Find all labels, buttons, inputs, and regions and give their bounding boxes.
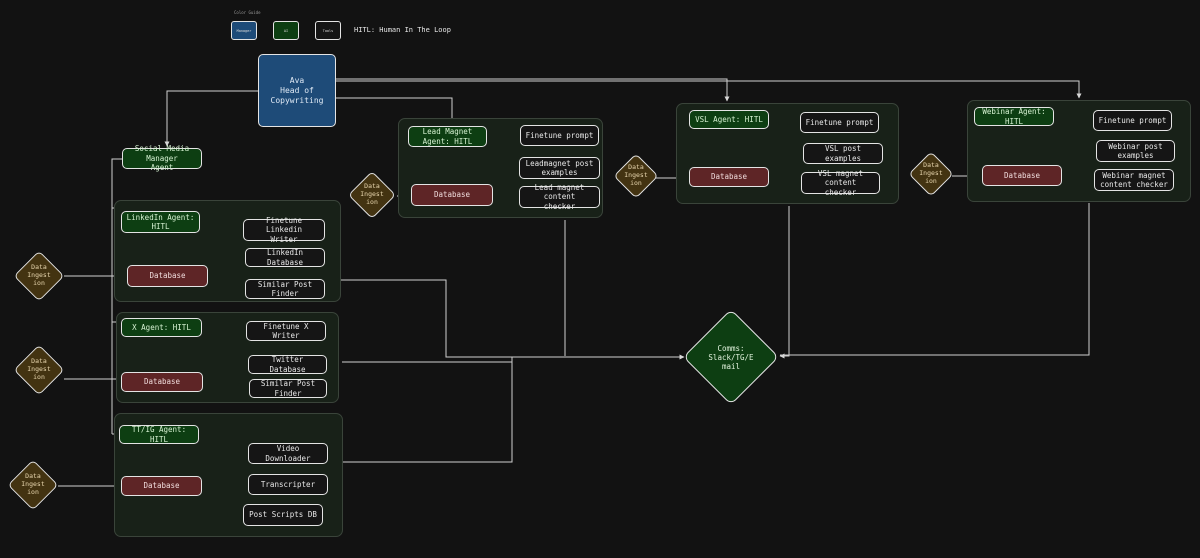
webinar-post-examples[interactable]: Webinar post examples [1096, 140, 1175, 162]
webinar-magnet-content-checker[interactable]: Webinar magnet content checker [1094, 169, 1174, 191]
linkedin-similar-post-finder[interactable]: Similar Post Finder [245, 279, 325, 299]
ttig-post-scripts-db[interactable]: Post Scripts DB [243, 504, 323, 526]
tool-label: Webinar magnet [1102, 170, 1166, 180]
lead-magnet-agent[interactable]: Lead Magnet Agent: HITL [408, 126, 487, 147]
linkedin-agent-line2: HITL [151, 222, 170, 231]
vsl-magnet-content-checker[interactable]: VSL magnet content checker [801, 168, 880, 197]
head-name: Ava [289, 75, 305, 85]
legend-hitl-note: HITL: Human In The Loop [354, 26, 451, 34]
linkedin-agent-line1: LinkedIn Agent: [126, 212, 195, 222]
ingestion-line: Data [628, 163, 644, 172]
tool-label: Writer [270, 234, 298, 244]
ingestion-line: Data [31, 357, 47, 366]
webinar-finetune-prompt[interactable]: Finetune prompt [1093, 110, 1172, 131]
linkedin-database-tool[interactable]: LinkedIn Database [245, 248, 325, 267]
x-finetune-writer[interactable]: Finetune X Writer [246, 321, 326, 341]
tool-label: checker [543, 201, 576, 211]
x-database[interactable]: Database [121, 372, 203, 392]
ingestion-line: Data [31, 263, 47, 272]
comms-line: mail [721, 361, 741, 371]
ingestion-line: Ingest [360, 190, 384, 199]
ingestion-line: Data [25, 472, 41, 481]
legend-ai: AI [273, 21, 299, 40]
tool-label: Lead magnet content [534, 182, 585, 202]
vsl-agent[interactable]: VSL Agent: HITL [689, 110, 769, 129]
tool-label: checker [824, 187, 857, 197]
ingestion-line: ion [33, 372, 45, 381]
tool-label: Leadmagnet post [525, 158, 594, 168]
comms-line: Slack/TG/E [708, 352, 754, 362]
head-of-copywriting-node[interactable]: Ava Head of Copywriting [258, 54, 336, 127]
vsl-database[interactable]: Database [689, 167, 769, 187]
ingestion-line: Ingest [27, 365, 51, 374]
social-manager-line2: Agent [150, 163, 174, 173]
ttig-transcripter[interactable]: Transcripter [248, 474, 328, 495]
x-twitter-database[interactable]: Twitter Database [248, 355, 327, 374]
legend-tools: Tools [315, 21, 341, 40]
ttig-database[interactable]: Database [121, 476, 202, 496]
x-similar-post-finder[interactable]: Similar Post Finder [249, 379, 327, 398]
linkedin-database[interactable]: Database [127, 265, 208, 287]
tool-label: Webinar post [1108, 141, 1163, 151]
tool-label: Finetune Linkedin [265, 215, 303, 235]
ingestion-line: ion [630, 178, 642, 187]
lead-agent-line1: Lead Magnet [422, 127, 473, 137]
ingestion-line: Ingest [919, 169, 943, 178]
vsl-post-examples[interactable]: VSL post examples [803, 143, 883, 164]
x-agent[interactable]: X Agent: HITL [121, 318, 202, 337]
vsl-finetune-prompt[interactable]: Finetune prompt [800, 112, 879, 133]
lead-magnet-content-checker[interactable]: Lead magnet content checker [519, 182, 600, 211]
webinar-agent[interactable]: Webinar Agent: HITL [974, 107, 1054, 126]
legend-title: Color Guide [234, 10, 261, 15]
comms-line: Comms: [717, 343, 745, 353]
lead-magnet-database[interactable]: Database [411, 184, 493, 206]
ingestion-line: Ingest [27, 271, 51, 280]
webinar-database[interactable]: Database [982, 165, 1062, 186]
lead-finetune-prompt[interactable]: Finetune prompt [520, 125, 599, 146]
social-media-manager-agent[interactable]: Social Media Manager Agent [122, 144, 202, 173]
ttig-agent[interactable]: TT/IG Agent: HITL [119, 425, 199, 444]
ingestion-line: ion [33, 278, 45, 287]
head-role: Head of Copywriting [270, 85, 324, 105]
lead-agent-line2: Agent: HITL [422, 136, 473, 146]
linkedin-agent[interactable]: LinkedIn Agent: HITL [121, 211, 200, 233]
linkedin-finetune-writer[interactable]: Finetune Linkedin Writer [243, 215, 325, 244]
tool-label: examples [541, 168, 578, 177]
legend-manager: Manager [231, 21, 257, 40]
ingestion-line: Ingest [21, 480, 45, 489]
ingestion-line: Data [364, 182, 380, 191]
ingestion-line: ion [366, 197, 378, 206]
ttig-video-downloader[interactable]: Video Downloader [248, 443, 328, 464]
tool-label: content checker [1100, 180, 1168, 189]
leadmagnet-post-examples[interactable]: Leadmagnet post examples [519, 157, 600, 179]
ingestion-line: Data [923, 161, 939, 170]
tool-label: VSL magnet content [817, 168, 864, 188]
social-manager-line1: Social Media Manager [134, 144, 190, 163]
ingestion-line: ion [27, 487, 39, 496]
ingestion-line: Ingest [624, 171, 648, 180]
ingestion-line: ion [925, 176, 937, 185]
tool-label: examples [1117, 151, 1154, 160]
